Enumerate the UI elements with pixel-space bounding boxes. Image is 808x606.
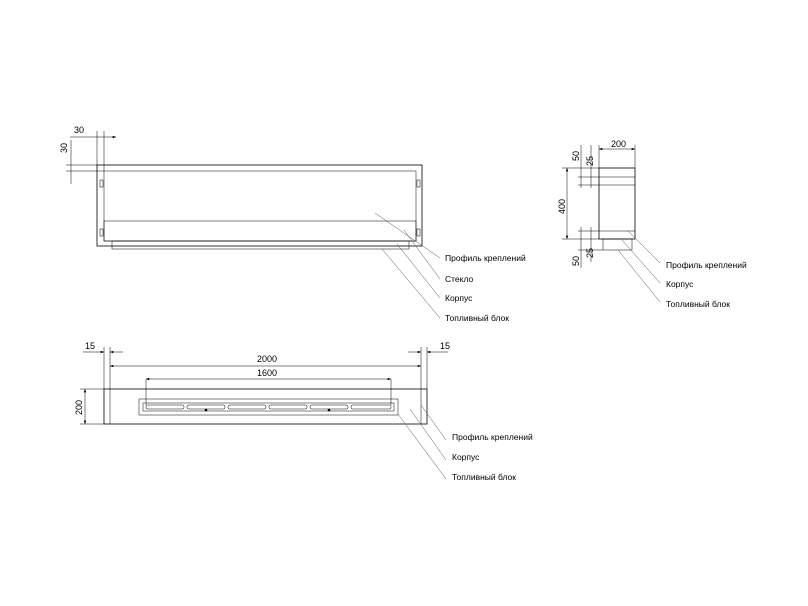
front-frame: [96, 164, 423, 247]
top-fuel-block: [142, 402, 395, 412]
front-callout-fuel-block: Топливный блок: [445, 313, 509, 323]
top-dim-2000: 2000: [257, 354, 277, 364]
front-dim-30-vertical: 30: [59, 143, 69, 153]
side-callout-fuel-block: Топливный блок: [666, 299, 730, 309]
burner-slot: [186, 404, 226, 410]
side-view: 200 400 50 25 50 25 Профиль креплений Ко…: [557, 139, 747, 309]
front-fuel-block: [111, 240, 410, 250]
side-dim-400: 400: [557, 199, 567, 214]
side-callout-body: Корпус: [666, 279, 694, 289]
burner-slot: [309, 404, 349, 410]
side-dim-25-bottom: 25: [585, 248, 595, 258]
burner-slot: [227, 404, 267, 410]
side-dim-25-top: 25: [585, 156, 595, 166]
top-dim-15-right: 15: [440, 341, 450, 351]
front-dim-30-horizontal: 30: [74, 125, 84, 135]
top-dim-1600: 1600: [257, 368, 277, 378]
top-callout-fuel-block: Топливный блок: [452, 472, 516, 482]
side-body: [598, 167, 636, 240]
front-glass: [103, 220, 417, 242]
side-dim-200: 200: [611, 139, 626, 149]
front-callout-mount-profile: Профиль креплений: [445, 253, 526, 263]
front-callout-glass: Стекло: [445, 274, 474, 284]
side-fuel-block: [602, 238, 633, 251]
side-dim-50-bottom: 50: [571, 256, 581, 266]
burner-slot: [145, 404, 185, 410]
top-dim-200: 200: [74, 400, 84, 415]
top-callout-mount-profile: Профиль креплений: [452, 432, 533, 442]
burner-slot: [268, 404, 308, 410]
top-dim-15-left: 15: [85, 341, 95, 351]
side-dim-50-top: 50: [571, 151, 581, 161]
front-view: 30 30 Профиль креплений Стекло Корпус То…: [59, 125, 526, 323]
top-callout-body: Корпус: [452, 452, 480, 462]
front-callout-body: Корпус: [445, 293, 473, 303]
front-body: [103, 170, 417, 242]
burner-slot: [350, 404, 392, 410]
top-outer-frame: [103, 388, 428, 425]
burner-slots: [145, 404, 392, 412]
side-callout-mount-profile: Профиль креплений: [666, 260, 747, 270]
top-body: [138, 398, 399, 416]
top-view: 15 15 2000 1600 200 Профиль креплений Ко…: [74, 341, 533, 482]
